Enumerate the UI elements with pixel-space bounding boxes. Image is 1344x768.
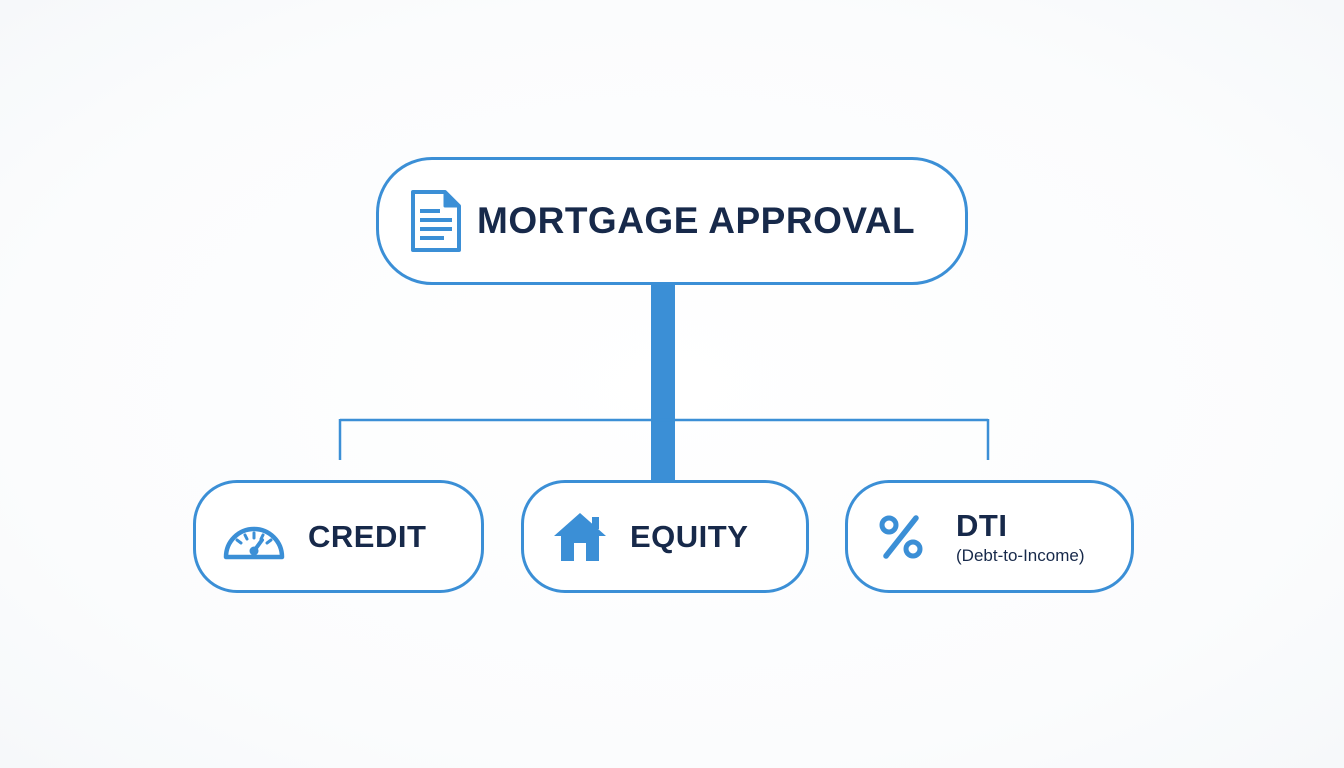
- document-icon: [409, 189, 463, 253]
- root-label: MORTGAGE APPROVAL: [477, 200, 916, 241]
- dti-text-group: DTI (Debt-to-Income): [956, 508, 1084, 566]
- dti-label: DTI: [956, 507, 1008, 543]
- mortgage-approval-node: MORTGAGE APPROVAL: [376, 157, 968, 285]
- percent-icon: [878, 514, 924, 560]
- equity-node: EQUITY: [521, 480, 809, 593]
- credit-label: CREDIT: [308, 518, 427, 554]
- dti-node: DTI (Debt-to-Income): [845, 480, 1134, 593]
- equity-label: EQUITY: [630, 518, 749, 554]
- speedometer-icon: [222, 513, 286, 561]
- trunk-connector: [651, 285, 675, 481]
- house-icon: [552, 511, 608, 563]
- credit-node: CREDIT: [193, 480, 484, 593]
- dti-sublabel: (Debt-to-Income): [956, 545, 1085, 565]
